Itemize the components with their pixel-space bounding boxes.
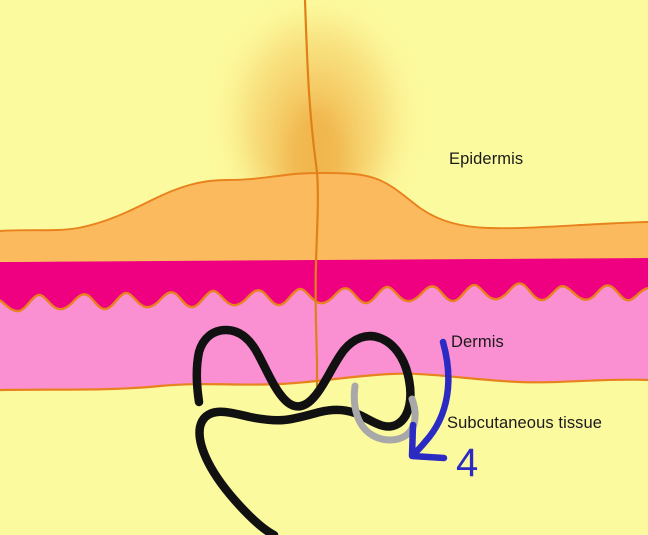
label-epidermis: Epidermis bbox=[449, 150, 524, 168]
epidermis-surface-outline bbox=[0, 172, 648, 232]
blue-arrowhead bbox=[408, 421, 448, 462]
label-dermis: Dermis bbox=[451, 333, 504, 351]
subcutaneous-boundary-outline bbox=[0, 372, 648, 392]
rete-ridge-outline bbox=[0, 282, 648, 313]
blue-pointer-arrow bbox=[410, 338, 452, 458]
hand-drawn-follicle-outline bbox=[192, 325, 415, 535]
gray-hand-drawn-arc bbox=[350, 382, 419, 444]
label-subcutaneous-tissue: Subcutaneous tissue bbox=[447, 414, 603, 432]
annotation-number-4: 4 bbox=[456, 441, 479, 485]
hair-shaft bbox=[303, 0, 319, 388]
